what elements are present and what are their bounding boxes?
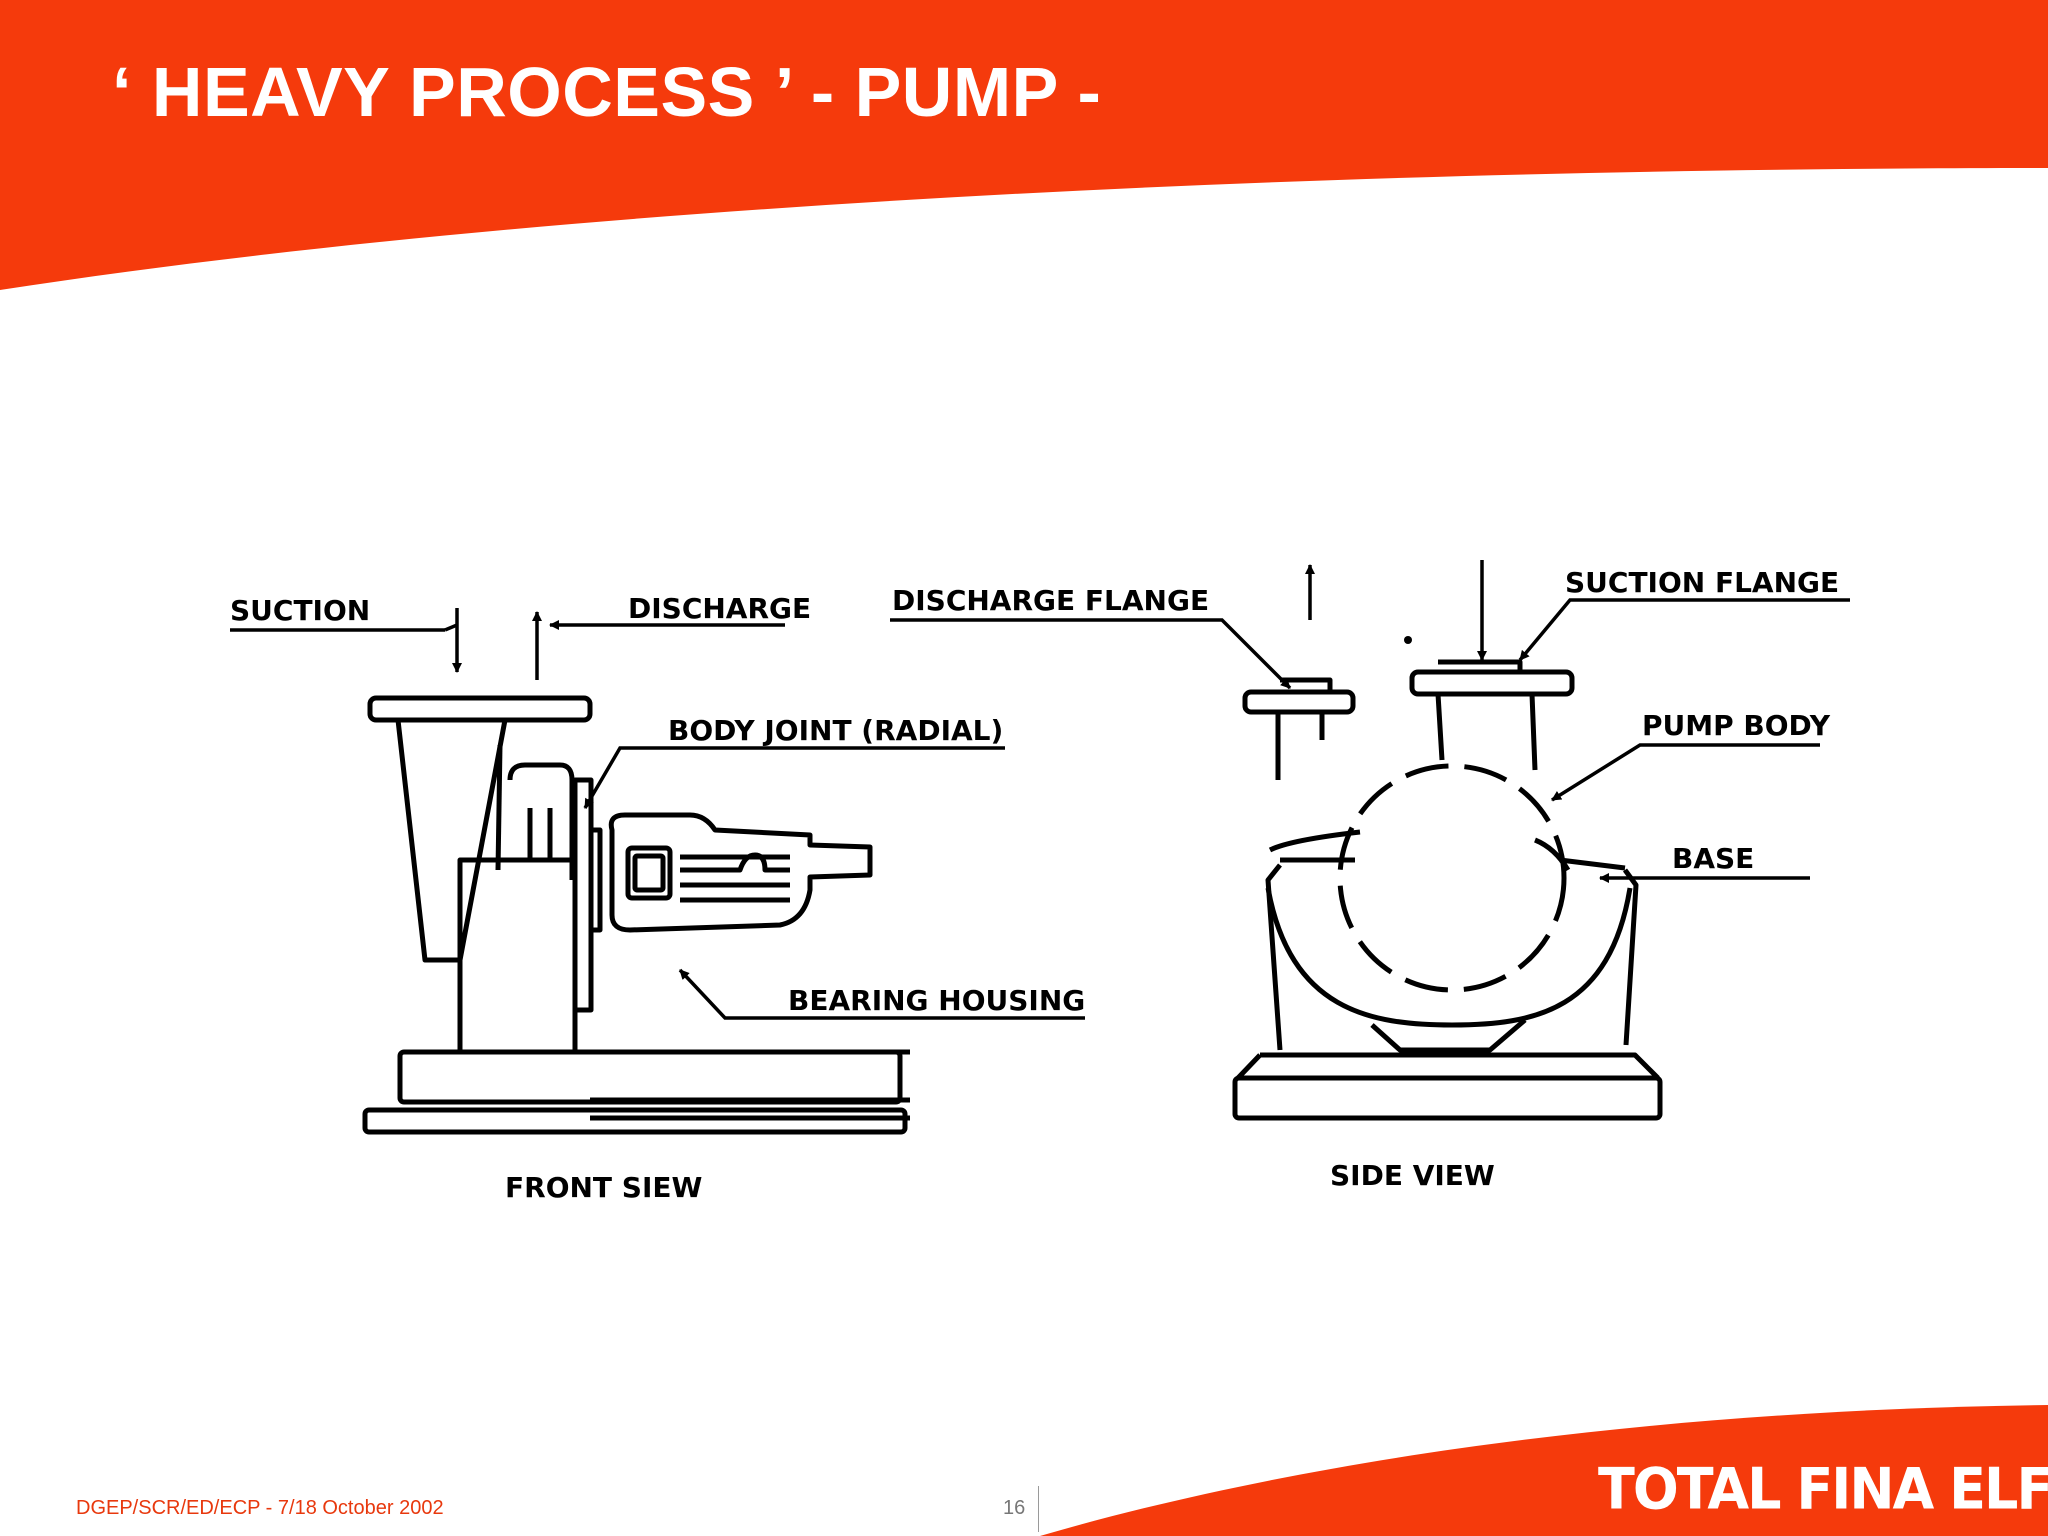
pump-diagram: SUCTION DISCHARGE BODY JOINT (RADIAL) BE… [230,560,1850,1204]
caption-front-view: FRONT SIEW [505,1171,702,1204]
label-suction: SUCTION [230,594,370,627]
footer-band [1040,1405,2048,1536]
label-body-joint: BODY JOINT (RADIAL) [668,714,1003,747]
front-view-drawing [362,695,910,1135]
label-pump-body: PUMP BODY [1642,709,1831,742]
caption-side-view: SIDE VIEW [1330,1159,1495,1192]
label-bearing-housing: BEARING HOUSING [788,984,1085,1017]
label-suction-flange: SUCTION FLANGE [1565,566,1839,599]
speck [1404,636,1412,644]
side-view-drawing [1232,659,1663,1121]
front-view-leaders [230,608,1085,1020]
header-band [0,0,2048,290]
side-view-leaders [890,560,1850,883]
company-logo: TOTAL FINA ELF [1598,1456,2048,1523]
label-discharge: DISCHARGE [628,592,811,625]
slide-title: ‘ HEAVY PROCESS ’ - PUMP - [112,53,1102,131]
footer-divider [1038,1486,1039,1532]
label-base: BASE [1672,842,1754,875]
label-discharge-flange: DISCHARGE FLANGE [892,584,1209,617]
footer-reference: DGEP/SCR/ED/ECP - 7/18 October 2002 [76,1497,444,1519]
page-number: 16 [1003,1497,1026,1519]
